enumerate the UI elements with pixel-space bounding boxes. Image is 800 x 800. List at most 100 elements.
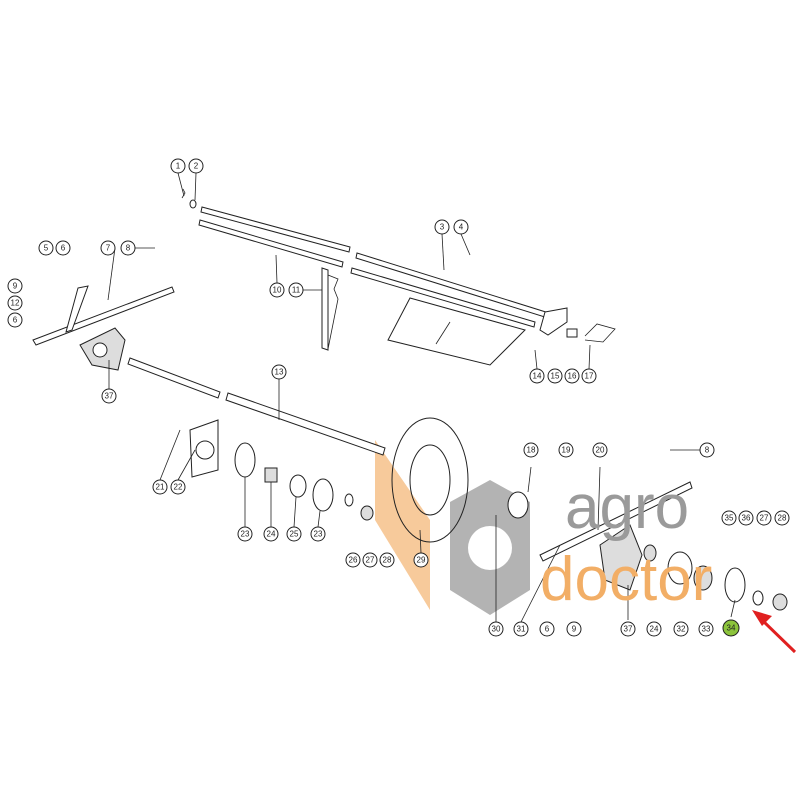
- callout-2[interactable]: 2: [188, 158, 204, 174]
- callout-6[interactable]: 6: [539, 621, 555, 637]
- callout-8[interactable]: 8: [120, 240, 136, 256]
- svg-text:25: 25: [290, 530, 299, 539]
- callout-16[interactable]: 16: [564, 368, 580, 384]
- svg-text:29: 29: [417, 556, 426, 565]
- callout-26[interactable]: 26: [345, 552, 361, 568]
- callout-37[interactable]: 37: [620, 621, 636, 637]
- handle-17: [566, 323, 616, 343]
- svg-text:6: 6: [545, 625, 550, 634]
- svg-text:6: 6: [13, 316, 18, 325]
- svg-text:26: 26: [349, 556, 358, 565]
- callout-31[interactable]: 31: [513, 621, 529, 637]
- callout-29[interactable]: 29: [413, 552, 429, 568]
- left-bracket-7: [32, 285, 175, 371]
- shaft-13: [127, 357, 386, 456]
- watermark-text-agro: agro: [565, 473, 689, 542]
- callout-23[interactable]: 23: [310, 526, 326, 542]
- callout-36[interactable]: 36: [738, 510, 754, 526]
- svg-text:14: 14: [533, 372, 542, 381]
- callout-4[interactable]: 4: [453, 219, 469, 235]
- svg-text:3: 3: [440, 223, 445, 232]
- svg-text:28: 28: [383, 556, 392, 565]
- callout-6[interactable]: 6: [7, 312, 23, 328]
- callout-33[interactable]: 33: [698, 621, 714, 637]
- callout-24[interactable]: 24: [263, 526, 279, 542]
- svg-text:23: 23: [241, 530, 250, 539]
- svg-text:10: 10: [273, 286, 282, 295]
- callout-5[interactable]: 5: [38, 240, 54, 256]
- svg-text:35: 35: [725, 514, 734, 523]
- svg-text:36: 36: [742, 514, 751, 523]
- svg-text:30: 30: [492, 625, 501, 634]
- svg-text:5: 5: [44, 244, 49, 253]
- upper-rails: [181, 188, 568, 336]
- callout-34-highlighted[interactable]: 34: [722, 619, 740, 637]
- callout-28[interactable]: 28: [379, 552, 395, 568]
- watermark-text-doctor: doctor: [540, 545, 712, 614]
- callout-9[interactable]: 9: [7, 278, 23, 294]
- svg-text:19: 19: [562, 446, 571, 455]
- callout-35[interactable]: 35: [721, 510, 737, 526]
- callout-32[interactable]: 32: [673, 621, 689, 637]
- callout-28[interactable]: 28: [774, 510, 790, 526]
- bearing-parts: [189, 419, 529, 521]
- callout-24[interactable]: 24: [646, 621, 662, 637]
- svg-text:24: 24: [650, 625, 659, 634]
- svg-text:21: 21: [156, 483, 165, 492]
- svg-text:27: 27: [760, 514, 769, 523]
- callout-27[interactable]: 27: [362, 552, 378, 568]
- guide-plate-14: [387, 297, 526, 366]
- leader-lines: [107, 172, 736, 623]
- callout-9[interactable]: 9: [566, 621, 582, 637]
- callout-11[interactable]: 11: [288, 282, 304, 298]
- fan-29: [391, 417, 469, 543]
- callout-25[interactable]: 25: [286, 526, 302, 542]
- svg-text:9: 9: [572, 625, 577, 634]
- svg-text:6: 6: [61, 244, 66, 253]
- callout-15[interactable]: 15: [547, 368, 563, 384]
- svg-text:1: 1: [176, 162, 181, 171]
- callout-19[interactable]: 19: [558, 442, 574, 458]
- svg-text:22: 22: [174, 483, 183, 492]
- svg-text:20: 20: [596, 446, 605, 455]
- callouts: 1 2 3 4 5 6 7 8 9 12 6 10 11 37 13 14 15…: [7, 158, 790, 637]
- svg-text:32: 32: [677, 625, 686, 634]
- svg-text:23: 23: [314, 530, 323, 539]
- svg-text:37: 37: [624, 625, 633, 634]
- callout-14[interactable]: 14: [529, 368, 545, 384]
- callout-27[interactable]: 27: [756, 510, 772, 526]
- svg-text:24: 24: [267, 530, 276, 539]
- callout-7[interactable]: 7: [100, 240, 116, 256]
- watermark-logo: [375, 440, 530, 615]
- callout-12[interactable]: 12: [7, 295, 23, 311]
- callout-13[interactable]: 13: [271, 364, 287, 380]
- red-arrow-icon: [752, 610, 797, 654]
- callout-10[interactable]: 10: [269, 282, 285, 298]
- callout-30[interactable]: 30: [488, 621, 504, 637]
- callout-22[interactable]: 22: [170, 479, 186, 495]
- svg-text:31: 31: [517, 625, 526, 634]
- svg-text:11: 11: [292, 286, 301, 295]
- plate-11: [321, 267, 339, 351]
- callout-8[interactable]: 8: [699, 442, 715, 458]
- svg-text:8: 8: [126, 244, 131, 253]
- callout-20[interactable]: 20: [592, 442, 608, 458]
- svg-text:13: 13: [275, 368, 284, 377]
- callout-23[interactable]: 23: [237, 526, 253, 542]
- svg-text:7: 7: [106, 244, 111, 253]
- svg-text:15: 15: [551, 372, 560, 381]
- svg-text:4: 4: [459, 223, 464, 232]
- callout-21[interactable]: 21: [152, 479, 168, 495]
- svg-text:8: 8: [705, 446, 710, 455]
- callout-6[interactable]: 6: [55, 240, 71, 256]
- callout-37[interactable]: 37: [101, 388, 117, 404]
- svg-text:33: 33: [702, 625, 711, 634]
- callout-3[interactable]: 3: [434, 219, 450, 235]
- svg-text:28: 28: [778, 514, 787, 523]
- svg-text:9: 9: [13, 282, 18, 291]
- callout-18[interactable]: 18: [523, 442, 539, 458]
- callout-17[interactable]: 17: [581, 368, 597, 384]
- callout-1[interactable]: 1: [170, 158, 186, 174]
